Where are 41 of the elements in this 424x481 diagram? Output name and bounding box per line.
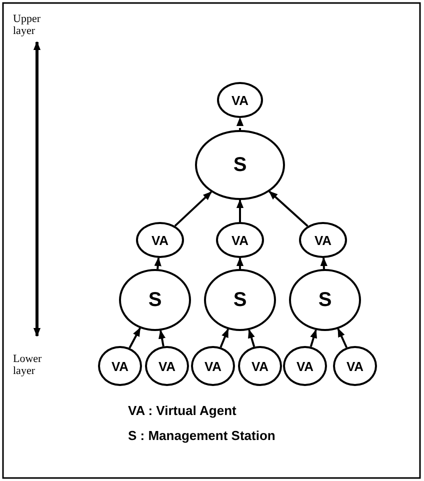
node-label: S xyxy=(148,288,162,312)
node-label: VA xyxy=(231,92,249,108)
node-label: VA xyxy=(251,358,269,374)
layer-label: Upper layer xyxy=(13,13,42,37)
node-ellipse xyxy=(216,222,264,258)
node-label: VA xyxy=(111,358,129,374)
node-ellipse xyxy=(299,222,347,258)
legend-text: VA : Virtual Agent xyxy=(128,403,236,418)
node-label: S xyxy=(233,154,247,176)
legend-text: S : Management Station xyxy=(128,428,276,443)
arrow xyxy=(236,117,244,130)
node-ellipse xyxy=(217,82,263,118)
node-ellipse xyxy=(238,346,282,386)
arrow xyxy=(320,257,328,270)
node-label: VA xyxy=(346,358,364,374)
node-ellipse xyxy=(191,346,235,386)
arrow xyxy=(128,327,141,348)
node-label: VA xyxy=(314,232,332,248)
arrow xyxy=(248,329,256,347)
arrow xyxy=(236,199,244,222)
node-label: S xyxy=(233,288,247,312)
node-ellipse xyxy=(136,222,184,258)
node-ellipse xyxy=(98,346,142,386)
arrow xyxy=(158,330,166,346)
node-label: VA xyxy=(296,358,314,374)
node-label: VA xyxy=(231,232,249,248)
node-label: VA xyxy=(204,358,222,374)
arrow xyxy=(174,191,212,227)
node-label: VA xyxy=(151,232,169,248)
arrow xyxy=(154,257,162,270)
node-label: VA xyxy=(158,358,176,374)
arrow xyxy=(268,190,308,227)
layer-label: Lower layer xyxy=(13,353,43,377)
node-ellipse xyxy=(283,346,327,386)
node-ellipse xyxy=(145,346,189,386)
arrow xyxy=(337,328,348,348)
arrow xyxy=(310,329,317,347)
arrow xyxy=(220,328,229,348)
arrow xyxy=(236,257,244,269)
node-ellipse xyxy=(333,346,377,386)
node-label: S xyxy=(318,288,332,312)
